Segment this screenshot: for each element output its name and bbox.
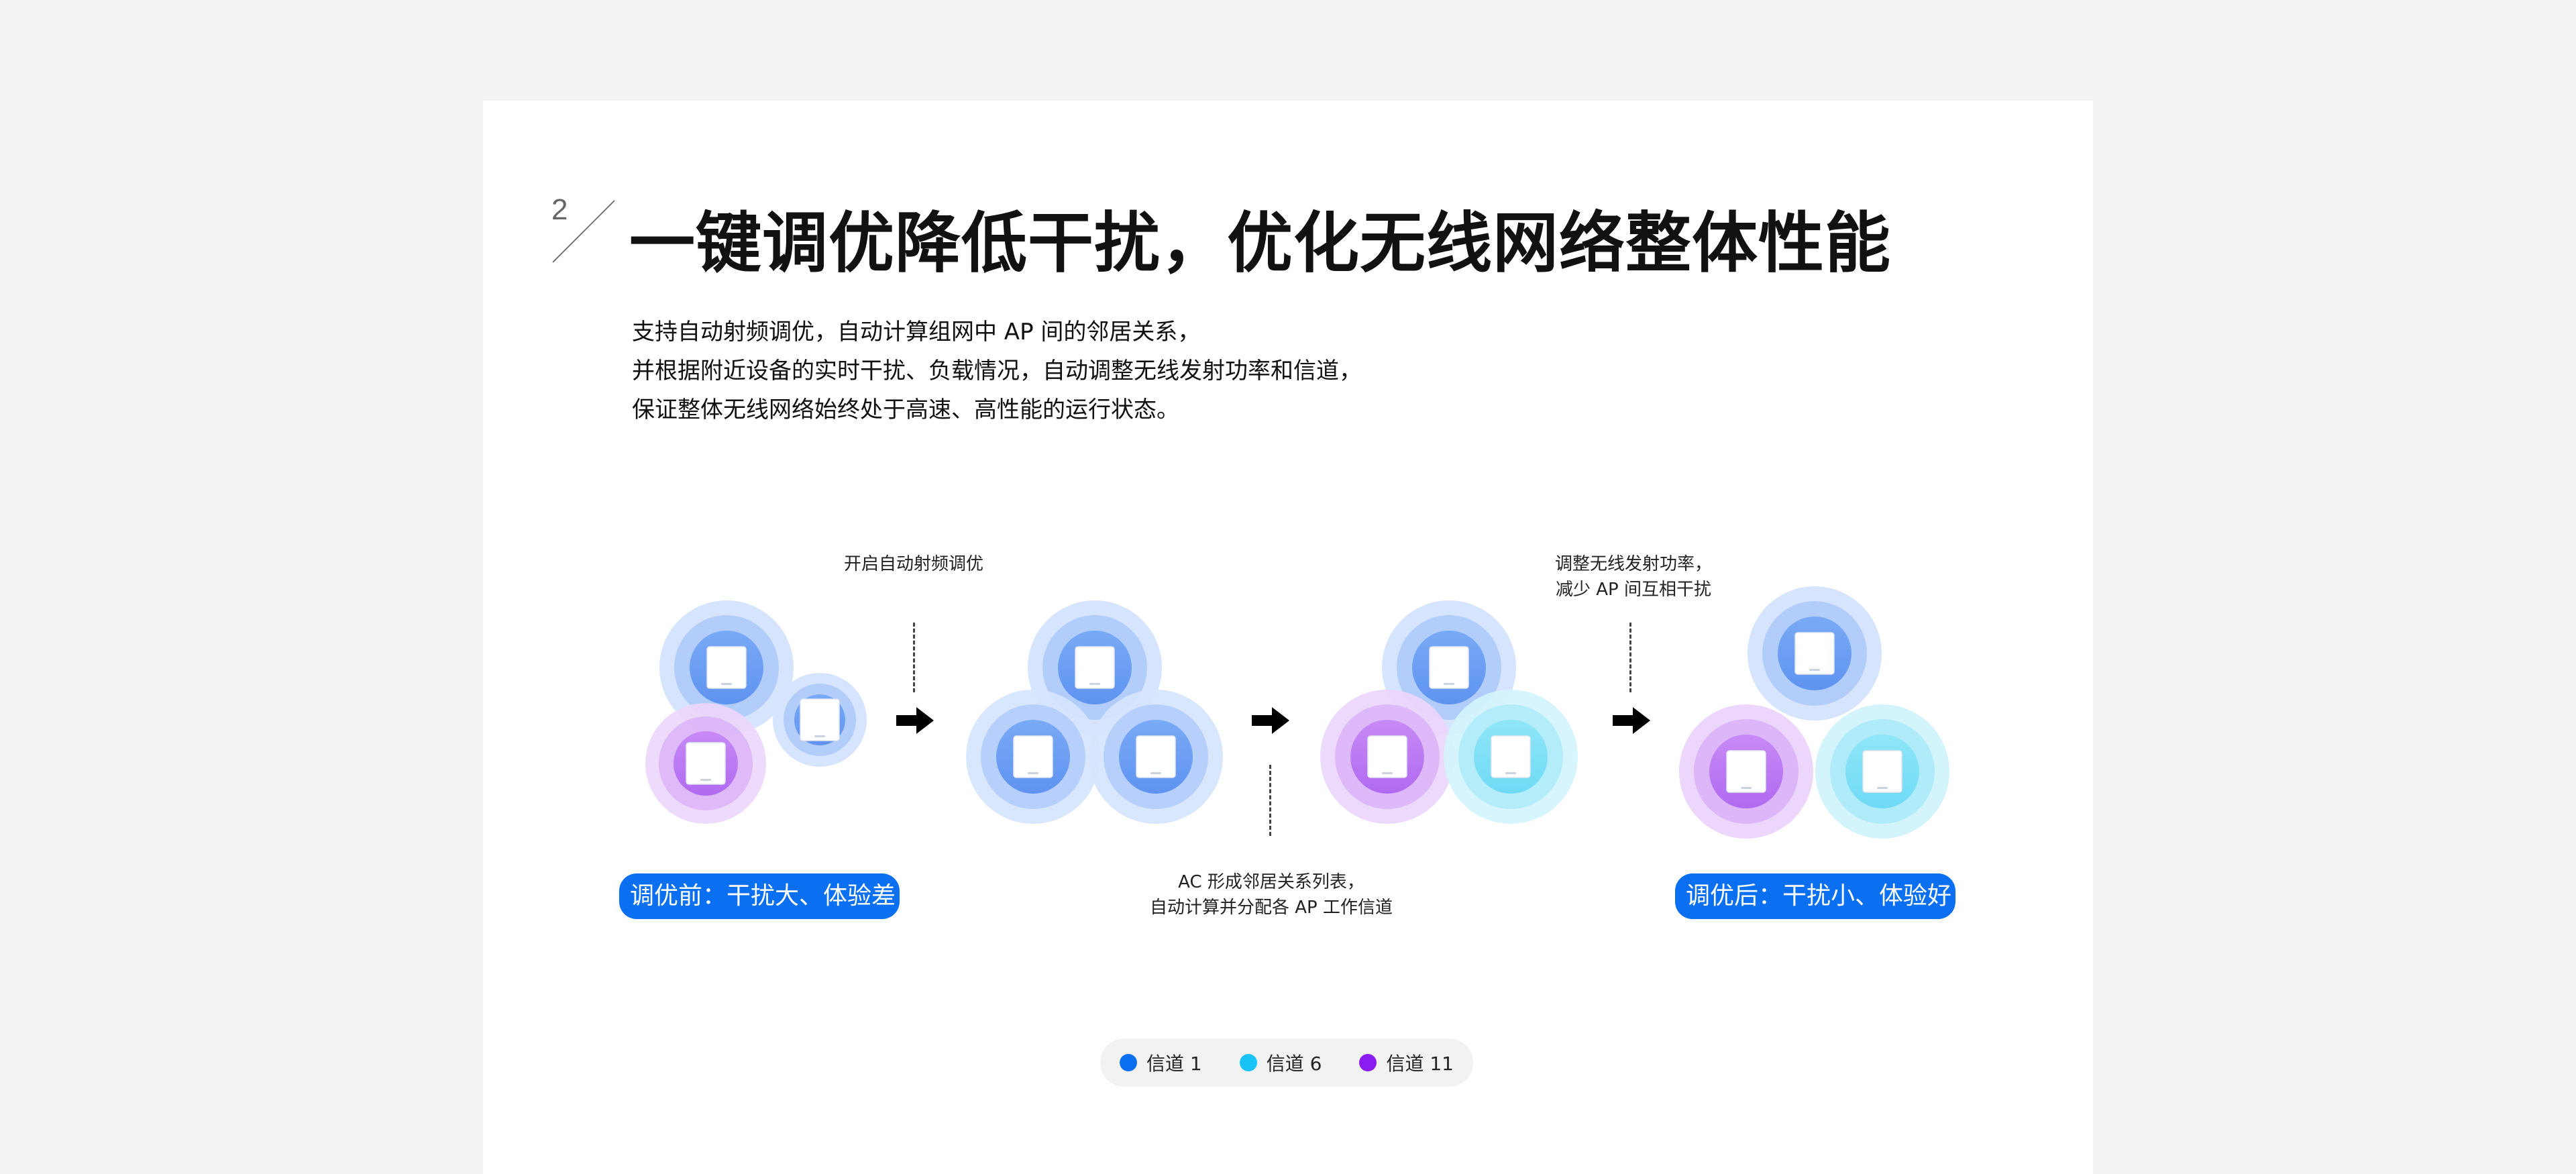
- step2-dashed-line: [1269, 765, 1271, 836]
- before-tuning-badge: 调优前：干扰大、体验差: [619, 873, 900, 919]
- legend-item-channel-1: 信道 1: [1120, 1049, 1202, 1076]
- description-line: 支持自动射频调优，自动计算组网中 AP 间的邻居关系，: [632, 319, 1201, 345]
- step2-note-line: AC 形成邻居关系列表，: [1178, 872, 1364, 892]
- page-title: 一键调优降低干扰，优化无线网络整体性能: [629, 205, 1892, 282]
- step3-note: 调整无线发射功率， 减少 AP 间互相干扰: [1536, 551, 1731, 602]
- arrow-right-icon: [896, 707, 934, 734]
- description-line: 并根据附近设备的实时干扰、负载情况，自动调整无线发射功率和信道，: [632, 358, 1362, 384]
- step3-dashed-line: [1629, 623, 1631, 692]
- description-line: 保证整体无线网络始终处于高速、高性能的运行状态。: [632, 396, 1179, 423]
- arrow-right-icon: [1613, 707, 1650, 734]
- arrow-right-icon: [1252, 707, 1289, 734]
- section-number: 2: [551, 193, 568, 226]
- step1-note: 开启自动射频调优: [843, 554, 983, 574]
- legend-item-channel-6: 信道 6: [1239, 1049, 1322, 1076]
- channel-legend: 信道 1 信道 6 信道 11: [1100, 1038, 1473, 1087]
- channel-6-dot-icon: [1239, 1054, 1257, 1071]
- legend-label: 信道 6: [1266, 1053, 1322, 1075]
- legend-item-channel-11: 信道 11: [1359, 1049, 1454, 1076]
- step2-note-line: 自动计算并分配各 AP 工作信道: [1150, 898, 1393, 918]
- legend-label: 信道 1: [1146, 1053, 1202, 1075]
- channel-11-dot-icon: [1359, 1054, 1377, 1071]
- legend-label: 信道 11: [1386, 1053, 1454, 1075]
- channel-1-dot-icon: [1120, 1054, 1138, 1071]
- description: 支持自动射频调优，自动计算组网中 AP 间的邻居关系， 并根据附近设备的实时干扰…: [632, 313, 1362, 429]
- after-tuning-badge: 调优后：干扰小、体验好: [1675, 873, 1955, 919]
- section-slash-icon: [552, 200, 615, 263]
- step1-dashed-line: [913, 623, 915, 692]
- step2-note: AC 形成邻居关系列表， 自动计算并分配各 AP 工作信道: [1114, 869, 1429, 920]
- step3-note-line: 减少 AP 间互相干扰: [1556, 580, 1711, 600]
- step3-note-line: 调整无线发射功率，: [1554, 554, 1712, 574]
